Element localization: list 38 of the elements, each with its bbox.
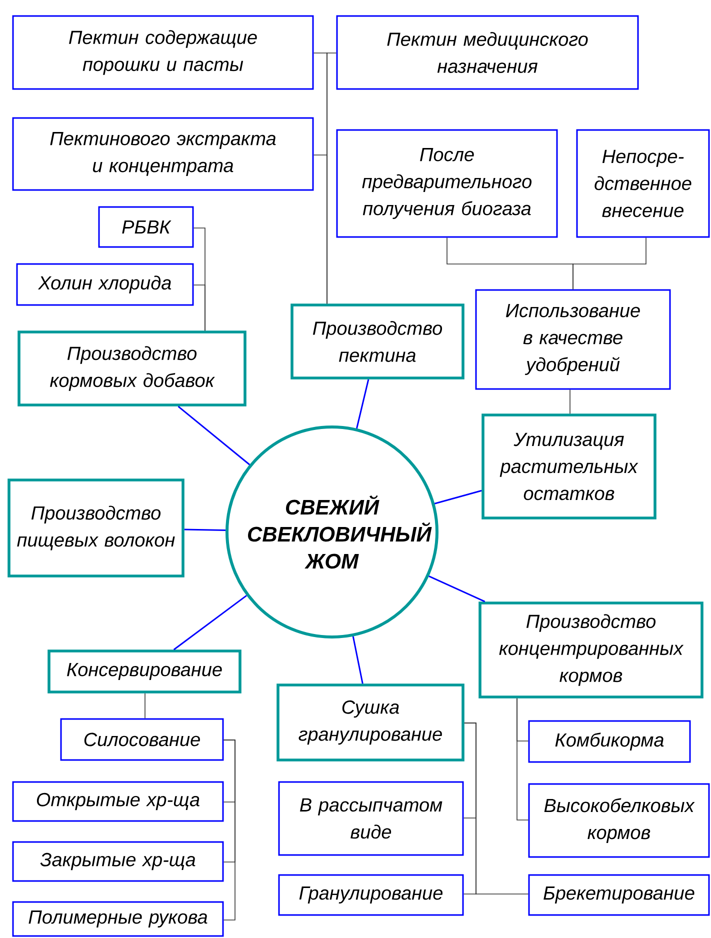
process-box: После предварительного получения биогаза — [336, 129, 558, 238]
process-box: Открытые хр-ща — [12, 781, 224, 822]
process-box: Холин хлорида — [16, 263, 194, 306]
connector-line — [144, 693, 146, 719]
connector-line — [356, 379, 370, 429]
process-box: Гранулирование — [278, 874, 464, 916]
process-box: Пектинового экстракта и концентрата — [12, 117, 314, 191]
process-box: Пектин медицинского назначения — [336, 15, 639, 90]
process-box: Использование в качестве удобрений — [475, 289, 671, 390]
main-process-box: Утилизация растительных остатков — [482, 414, 656, 520]
process-box: Силосование — [60, 718, 224, 761]
connector-line — [193, 284, 206, 331]
connector-line — [434, 490, 482, 504]
main-process-box: Производство пищевых волокон — [8, 478, 184, 578]
connector-line — [464, 722, 529, 894]
process-box: Комбикорма — [528, 720, 691, 763]
connector-line — [178, 406, 250, 466]
connector-line — [173, 594, 247, 650]
process-box: В рассыпчатом виде — [278, 781, 464, 856]
process-box: Закрытые хр-ща — [12, 841, 224, 882]
process-box: Брекетирование — [528, 874, 710, 916]
process-box: РБВК — [98, 206, 194, 248]
main-process-box: Сушка гранулирование — [276, 684, 464, 762]
main-process-box: Производство концентрированных кормов — [478, 602, 704, 698]
connector-line — [428, 575, 486, 602]
main-process-box: Производство кормовых добавок — [18, 330, 246, 406]
connector-line — [313, 154, 328, 304]
connector-line — [572, 237, 646, 290]
connector-line — [516, 698, 529, 820]
process-box: Непосре- дственное внесение — [576, 129, 710, 238]
process-box: Высокобелковых кормов — [528, 783, 710, 858]
connector-line — [223, 740, 236, 920]
process-box: Пектин содержащие порошки и пасты — [12, 15, 314, 90]
process-box: Полимерные рукова — [12, 901, 224, 937]
main-process-box: Консервирование — [48, 650, 242, 694]
connector-line — [352, 636, 364, 684]
connector-line — [184, 528, 226, 531]
main-process-box: Производство пектина — [290, 304, 464, 380]
